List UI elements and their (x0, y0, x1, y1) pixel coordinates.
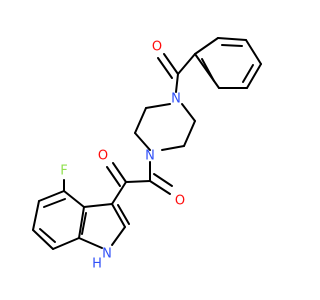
oxygen-ketone-label: O (98, 149, 108, 164)
bond (242, 64, 254, 83)
molecule-structure: O N N O O F N H (32, 37, 262, 272)
bond (157, 57, 173, 79)
bond (78, 237, 103, 249)
bond (175, 73, 179, 93)
bond (217, 37, 247, 41)
molecule-diagram: O N N O O F N H (32, 37, 262, 272)
oxygen-benzoyl-label: O (152, 40, 162, 55)
bond (245, 39, 262, 65)
oxygen-amide-label: O (175, 194, 185, 209)
phenyl-ring (194, 37, 262, 89)
bond (63, 190, 85, 208)
bond (78, 206, 85, 239)
bond (149, 180, 171, 195)
bond (111, 203, 126, 228)
bond (111, 226, 126, 246)
bond (183, 120, 196, 147)
indole-ring (32, 179, 130, 250)
bond (117, 204, 130, 225)
nitrogen-piperazine-bottom-label: N (145, 149, 155, 164)
bond (134, 132, 151, 151)
bond (163, 53, 179, 75)
nitrogen-piperazine-top-label: N (171, 92, 181, 107)
bond (125, 180, 151, 183)
bond (52, 237, 80, 250)
bond (81, 212, 87, 235)
bond (112, 162, 127, 183)
bond (181, 103, 196, 122)
bond (145, 103, 171, 109)
bond (32, 200, 40, 231)
piperazine-ring (134, 103, 196, 151)
bond (194, 53, 220, 89)
hydrogen-indole-label: H (92, 257, 102, 272)
bond (106, 166, 121, 187)
bond (111, 181, 127, 205)
bond (246, 63, 262, 89)
bond (134, 107, 147, 134)
bond (161, 145, 185, 151)
bond (194, 37, 219, 55)
bond (83, 203, 113, 208)
bond (38, 190, 65, 202)
bond (39, 228, 56, 243)
nitrogen-indole-label: N (102, 247, 112, 262)
bond (201, 58, 215, 82)
bond (32, 229, 54, 250)
bond (153, 173, 173, 187)
bond (43, 198, 66, 208)
bond (177, 53, 196, 75)
bond (221, 44, 243, 47)
fluorine-label: F (60, 164, 67, 179)
